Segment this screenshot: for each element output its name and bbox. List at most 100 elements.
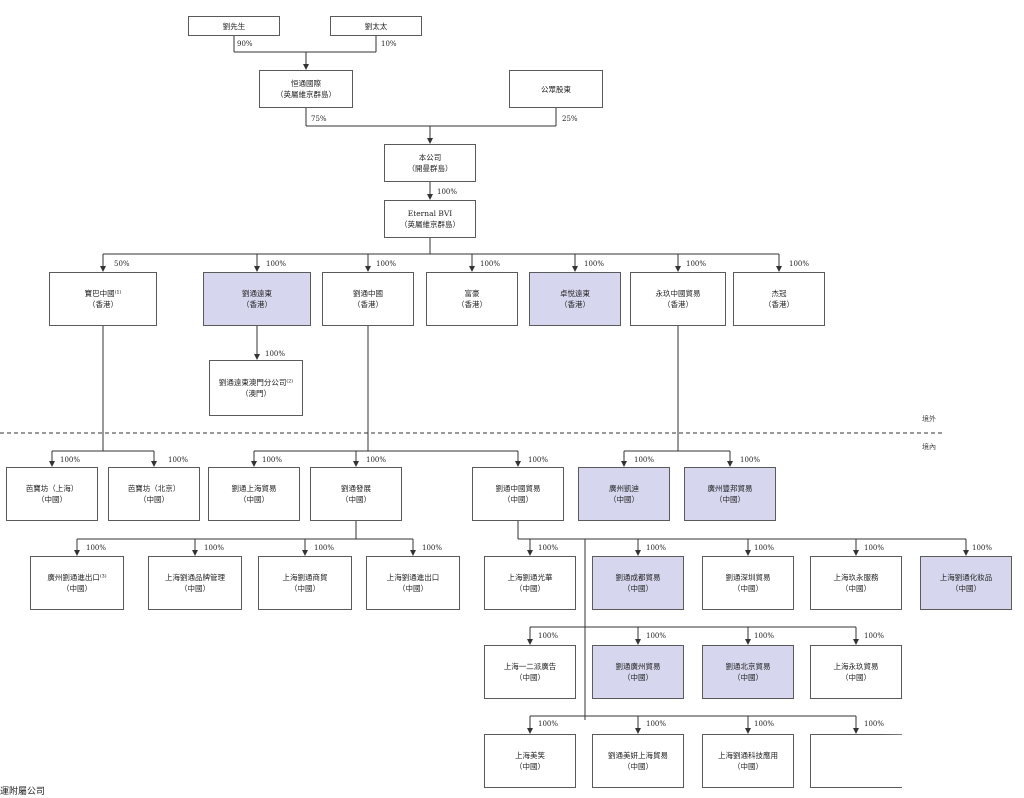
ownership-p-lt-sh-trade: 100% <box>262 456 283 464</box>
entity-yongjiu-china: 永玖中國貿易（香港） <box>630 272 726 326</box>
entity-gz-fangbang: 廣州豐邦貿易 （中國） <box>684 467 776 521</box>
entity-label: 上海劉通科技應用 <box>718 751 778 760</box>
entity-label: 上海劉通商貿 <box>282 573 328 582</box>
entity-liutong-fareast: 劉通遠東（香港） <box>203 272 311 326</box>
entity-label: 劉通遠東 <box>242 289 272 298</box>
entity-zhuoyue: 卓悅遠東（香港） <box>529 272 621 326</box>
ownership-p-sh-brand: 100% <box>204 544 225 552</box>
entity-label: （中國） <box>398 584 428 593</box>
zone-label-offshore: 境外 <box>922 415 936 423</box>
ownership-p-fareast: 100% <box>266 260 287 268</box>
ownership-p-sh-mx: 100% <box>538 720 559 728</box>
entity-label: 劉通深圳貿易 <box>725 573 771 582</box>
entity-liutong-china-trade: 劉通中國貿易（中國） <box>472 467 564 521</box>
entity-label: 本公司 <box>418 153 442 162</box>
ownership-p-fuhao: 100% <box>480 260 501 268</box>
entity-label: （中國） <box>715 495 745 504</box>
entity-gz-import-export: 廣州劉通進出口⁽³⁾（中國） <box>30 556 124 610</box>
entity-label: （中國） <box>951 584 981 593</box>
entity-sh-brand-mgmt: 上海劉通品牌管理（中國） <box>148 556 242 610</box>
ownership-p-gz-trade: 100% <box>646 632 667 640</box>
ownership-p-sh-yjs: 100% <box>864 544 885 552</box>
entity-label: （中國） <box>515 673 545 682</box>
ownership-p-sh-cos: 100% <box>972 544 993 552</box>
entity-label: 恒通國際 <box>291 79 321 88</box>
entity-sh-import-export: 上海劉通進出口（中國） <box>366 556 460 610</box>
ownership-p-sz: 100% <box>754 544 775 552</box>
entity-label: （中國） <box>62 584 92 593</box>
entity-label: 公眾股東 <box>541 84 571 94</box>
entity-macau-branch: 劉通遠東澳門分公司⁽²⁾（澳門） <box>209 360 303 416</box>
ownership-p-bambu-bj: 100% <box>168 456 189 464</box>
entity-label: 劉通發展 <box>341 484 371 493</box>
entity-label: （中國） <box>733 673 763 682</box>
entity-sh-erpai-ad: 上海一二派廣告（中國） <box>484 645 576 699</box>
entity-label: 劉通遠東澳門分公司⁽²⁾ <box>218 378 294 387</box>
entity-label: （中國） <box>841 584 871 593</box>
entity-sh-tech: 上海劉通科技應用（中國） <box>702 734 794 788</box>
ownership-p-public: 25% <box>562 115 578 123</box>
entity-label: （香港） <box>353 300 383 309</box>
entity-label: 劉太太 <box>364 21 388 31</box>
entity-label: （中國） <box>623 762 653 771</box>
ownership-p-bambu-hk: 50% <box>114 260 130 268</box>
entity-label: （中國） <box>515 762 545 771</box>
entity-label: 上海永玖貿易 <box>833 662 879 671</box>
entity-label: （中國） <box>515 584 545 593</box>
entity-label: 廣州豐邦貿易 <box>707 484 753 493</box>
entity-label: 上海劉通化妝品 <box>939 573 993 582</box>
entity-gz-trade: 劉通廣州貿易 （中國） <box>592 645 684 699</box>
ownership-p-gz-ie: 100% <box>86 544 107 552</box>
entity-label: 杰冠 <box>771 289 787 298</box>
entity-liutong-china: 劉通中國（香港） <box>322 272 414 326</box>
entity-bambu-sh: 芭寶坊（上海）（中國） <box>6 467 98 521</box>
entity-label: 上海劉通光華 <box>507 573 553 582</box>
ownership-p-lt-fazhan: 100% <box>366 456 387 464</box>
entity-fuhao: 富豪（香港） <box>426 272 518 326</box>
entity-label: 劉通廣州貿易 <box>615 662 661 671</box>
entity-bambu-bj: 芭寶坊（北京）（中國） <box>108 467 200 521</box>
entity-label: （英屬維京群島） <box>400 220 460 229</box>
ownership-p-yongjiu: 100% <box>686 260 707 268</box>
footer-caption: 運附屬公司 <box>0 787 46 797</box>
entity-label: （中國） <box>139 495 169 504</box>
entity-bambu-hk: 寶巴中國⁽¹⁾（香港） <box>49 272 157 326</box>
entity-company: 本公司（開曼群島） <box>384 144 476 182</box>
entity-label: （中國） <box>503 495 533 504</box>
entity-label: （香港） <box>88 300 118 309</box>
entity-label: 劉通成都貿易 <box>615 573 661 582</box>
entity-label: 上海劉通品牌管理 <box>165 573 225 582</box>
entity-label: 芭寶坊（上海） <box>25 484 79 493</box>
entity-bj-trade: 劉通北京貿易（中國） <box>702 645 794 699</box>
ownership-p-bj-trade: 100% <box>754 632 775 640</box>
entity-public: 公眾股東 <box>509 70 603 108</box>
entity-label: （英屬維京群島） <box>276 90 336 99</box>
ownership-p-cut: 100% <box>864 720 885 728</box>
entity-label: 富豪 <box>464 289 480 298</box>
entity-label: （香港） <box>764 300 794 309</box>
entity-label: Eternal BVI <box>407 209 453 218</box>
ownership-p-gz-kaidi: 100% <box>634 456 655 464</box>
ownership-p-mr: 90% <box>237 40 253 48</box>
entity-label: （中國） <box>341 495 371 504</box>
ownership-p-sh-ie: 100% <box>422 544 443 552</box>
entity-label: （香港） <box>663 300 693 309</box>
entity-label: 上海美笑 <box>515 751 545 760</box>
ownership-p-cd: 100% <box>646 544 667 552</box>
entity-label: 廣州凱迪 <box>609 484 639 493</box>
entity-label: 劉通美妍上海貿易 <box>608 751 668 760</box>
entity-liu-mrs: 劉太太 <box>330 16 422 36</box>
entity-liutong-fazhan: 劉通發展 （中國） <box>310 467 402 521</box>
ownership-p-sh-yjt: 100% <box>864 632 885 640</box>
right-edge-fade <box>880 718 1024 784</box>
entity-label: （中國） <box>623 673 653 682</box>
entity-liu-mr: 劉先生 <box>188 16 280 36</box>
entity-jieguan: 杰冠 （香港） <box>733 272 825 326</box>
ownership-p-bambu-sh: 100% <box>60 456 81 464</box>
entity-meiyan-sh-trade: 劉通美妍上海貿易 （中國） <box>592 734 684 788</box>
ownership-p-meiyan: 100% <box>646 720 667 728</box>
entity-label: 劉通上海貿易 <box>231 484 277 493</box>
entity-chengdu-trade: 劉通成都貿易（中國） <box>592 556 684 610</box>
ownership-p-lt-china: 100% <box>376 260 397 268</box>
entity-eternal-bvi: Eternal BVI （英屬維京群島） <box>384 200 476 238</box>
